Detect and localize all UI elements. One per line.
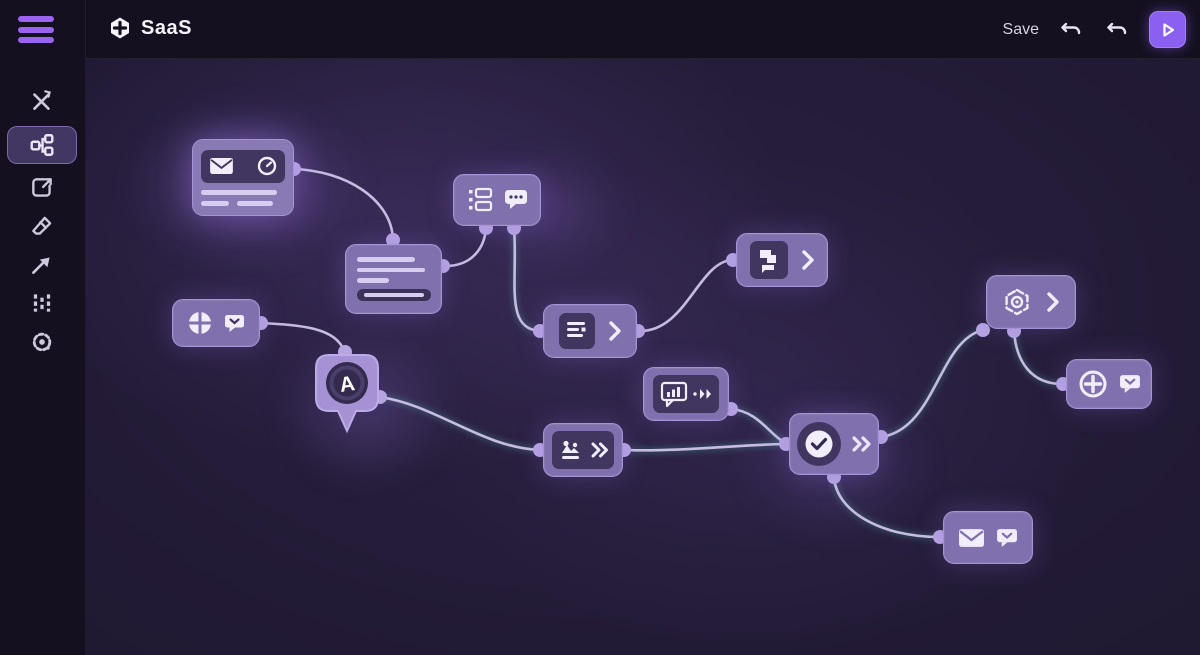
app-logo: SaaS	[108, 16, 192, 40]
envelope-icon	[210, 157, 233, 175]
node-text-card[interactable]	[345, 244, 442, 314]
node-blocks-next[interactable]	[736, 233, 828, 287]
blocks-icon	[759, 250, 776, 273]
check-circle-icon	[796, 422, 841, 466]
sidebar-item-pointer[interactable]	[7, 245, 77, 283]
top-header	[0, 0, 1200, 59]
message-check-icon	[1119, 375, 1140, 393]
undo-button[interactable]	[1057, 16, 1085, 44]
hamburger-menu-icon[interactable]	[18, 16, 54, 43]
pointer-arrow-icon	[32, 257, 50, 274]
columns-chart-icon	[33, 294, 51, 312]
play-icon	[1162, 22, 1174, 37]
eraser-icon	[32, 216, 52, 235]
edge	[1012, 329, 1064, 386]
edge	[292, 167, 395, 241]
edge	[832, 475, 941, 539]
input-field-bar	[357, 288, 431, 301]
node-list-chat[interactable]	[453, 174, 541, 226]
run-workflow-button[interactable]	[1149, 11, 1186, 48]
redo-button[interactable]	[1103, 16, 1131, 44]
text-bar	[201, 200, 229, 206]
text-bar	[357, 278, 389, 283]
sidebar-item-columns[interactable]	[7, 284, 77, 322]
letter-a-badge: A	[338, 372, 356, 397]
frame-arrow-icon	[32, 178, 52, 197]
chat-dots-icon	[504, 190, 527, 209]
settings-gear-icon	[32, 332, 52, 352]
text-bar	[357, 257, 415, 262]
logo-text: SaaS	[141, 16, 192, 39]
align-lines-icon	[566, 322, 585, 337]
edge	[636, 258, 734, 333]
node-mail-message[interactable]	[943, 511, 1033, 564]
double-chevron-icon	[591, 442, 608, 458]
sidebar-item-eraser[interactable]	[7, 207, 77, 245]
node-align-next[interactable]	[543, 304, 637, 358]
undo-arrow-icon	[1061, 22, 1081, 34]
double-chevron-icon	[692, 389, 711, 399]
chevron-right-icon	[1047, 292, 1059, 312]
envelope-icon	[959, 528, 984, 547]
message-check-icon	[225, 314, 244, 332]
node-app-pin[interactable]: A	[312, 351, 382, 443]
node-add-message[interactable]	[1066, 359, 1152, 409]
plus-circle-icon	[1079, 370, 1106, 398]
hex-gear-icon	[1005, 288, 1029, 316]
node-chart-bubble[interactable]	[643, 367, 729, 421]
node-gear-next[interactable]	[986, 275, 1076, 329]
edge	[441, 227, 488, 268]
image-icon	[561, 440, 579, 459]
edge	[259, 321, 346, 353]
text-bar	[201, 189, 277, 195]
logo-hex-plus-icon	[111, 17, 129, 39]
edge	[729, 407, 786, 444]
text-bar	[357, 267, 425, 273]
sidebar-item-workflow[interactable]	[7, 126, 77, 164]
text-bar	[237, 200, 273, 206]
workflow-nodes-icon	[30, 134, 54, 156]
workflow-canvas[interactable]: A	[86, 59, 1200, 655]
node-check-forward[interactable]	[789, 413, 879, 475]
node-segments-message[interactable]	[172, 299, 260, 347]
port[interactable]	[386, 233, 400, 247]
edge	[879, 328, 985, 439]
message-check-icon	[997, 528, 1017, 547]
left-sidebar	[0, 0, 86, 655]
node-image-forward[interactable]	[543, 423, 623, 477]
double-chevron-icon	[851, 436, 871, 452]
chart-bubble-icon	[660, 381, 687, 407]
port[interactable]	[976, 323, 990, 337]
node-mail-schedule[interactable]	[192, 139, 294, 216]
sidebar-item-settings[interactable]	[7, 323, 77, 361]
timer-icon	[257, 156, 277, 176]
pie-circle-icon	[188, 311, 212, 335]
save-button[interactable]: Save	[1002, 20, 1039, 38]
sidebar-item-frame[interactable]	[7, 169, 77, 207]
edge	[378, 395, 541, 452]
edge	[512, 225, 542, 333]
edges-layer	[254, 162, 1070, 544]
list-icon	[468, 187, 492, 212]
chevron-right-icon	[608, 321, 621, 341]
edge	[622, 442, 787, 452]
undo-arrow-icon	[1107, 22, 1127, 34]
chevron-right-icon	[801, 250, 814, 270]
sidebar-item-disconnect[interactable]	[7, 81, 77, 119]
disconnect-x-icon	[33, 90, 51, 110]
